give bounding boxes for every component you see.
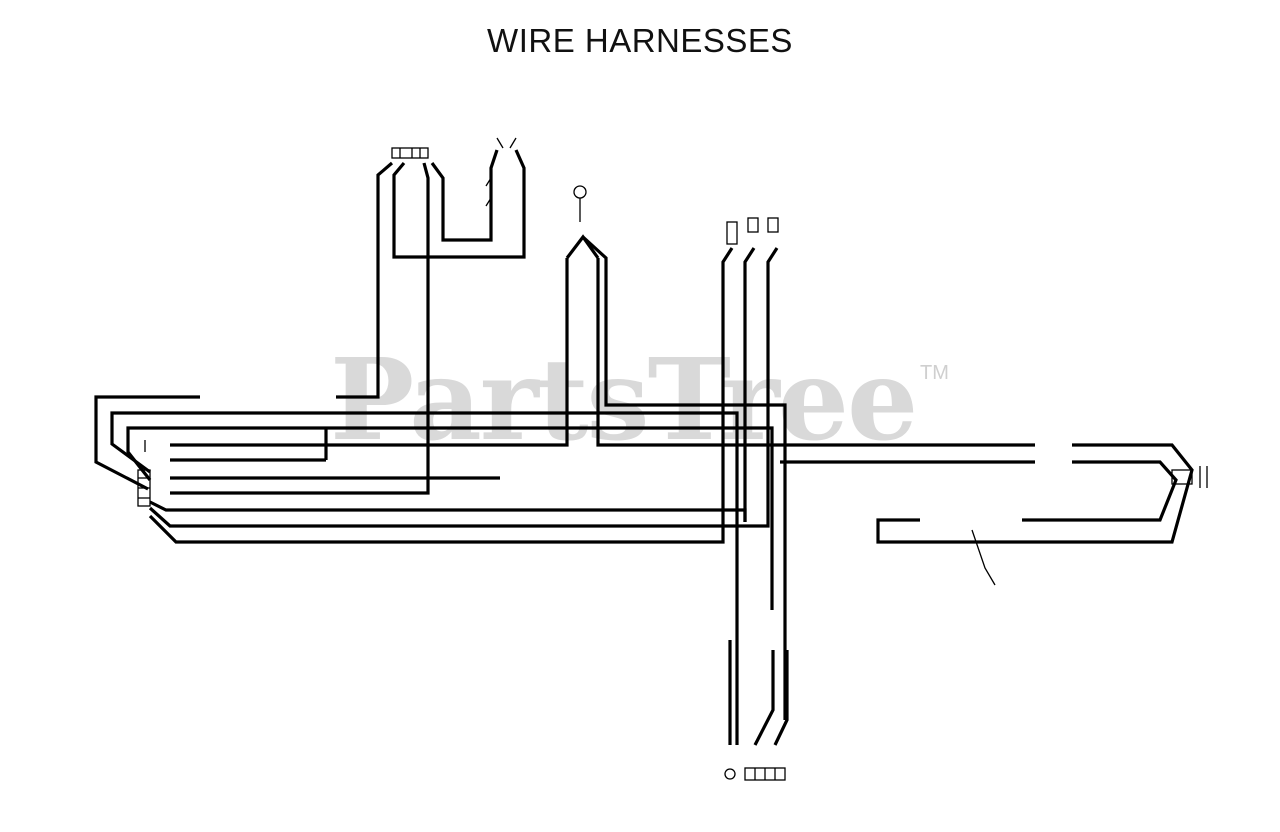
trademark-mark: TM [920, 362, 949, 384]
wire-run-3 [126, 426, 774, 600]
wire-ground-a [170, 258, 569, 447]
page-title: WIRE HARNESSES [487, 22, 793, 59]
wire-run-8 [743, 247, 756, 522]
wire-switch-loop [392, 149, 526, 259]
wire-bottom-mid [753, 650, 775, 746]
main-harness [94, 247, 779, 745]
left-connector-stack [137, 440, 151, 507]
wire-run-2 [110, 411, 739, 745]
ring-terminal [573, 185, 587, 199]
wire-right-top [876, 443, 1194, 544]
wire-switch-right [170, 162, 430, 495]
top-plug-marks [726, 217, 779, 245]
right-branch [780, 443, 1208, 586]
wire-switch-jumper [430, 149, 499, 242]
wire-ground-b [596, 258, 1035, 447]
wire-ground-c [581, 235, 787, 720]
right-connector [1171, 469, 1193, 485]
wire-run-9 [760, 247, 779, 528]
wire-switch-left [336, 161, 394, 399]
bottom-branch [724, 600, 789, 781]
wire-bottom-right [773, 650, 789, 746]
wire-outer-loop [94, 395, 200, 491]
switch-connector-group [170, 137, 526, 495]
wire-run-6 [148, 506, 760, 528]
ground-terminal-group [170, 185, 1035, 720]
switch-connector [391, 147, 429, 159]
wire-right-bottom [1022, 460, 1178, 522]
bottom-ring-terminal [724, 768, 736, 780]
wire-run-5 [149, 500, 747, 522]
wire-run-7 [148, 247, 734, 544]
